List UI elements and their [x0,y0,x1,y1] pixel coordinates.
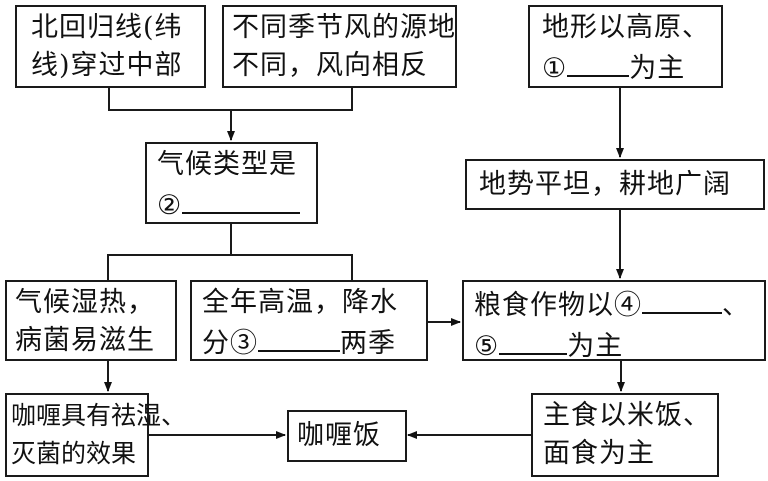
node-tropic-line2: 线)穿过中部 [31,50,183,81]
node-curry-effect-line1: 咖喱具有祛湿、 [11,401,187,430]
answer-blank-1[interactable] [567,47,630,77]
node-crops-line1-suffix: 、 [722,290,750,321]
answer-blank-3[interactable] [258,322,340,352]
node-flat-line1: 地势平坦，耕地广阔 [479,169,731,200]
node-curry-rice-label: 咖喱饭 [297,420,381,451]
node-humid-line1: 气候湿热， [15,287,155,318]
node-terrain-line2-suffix: 为主 [629,53,686,84]
node-tropic: 北回归线(纬 线)穿过中部 [15,5,206,88]
blank-marker-5: ⑤ [474,331,500,362]
node-temp: 全年高温，降水 分③ 两季 [190,280,428,361]
node-crops-line1-prefix: 粮食作物以④ [474,290,642,321]
node-staple-line2: 面食为主 [543,438,655,469]
node-crops-line2-suffix: 为主 [567,331,624,362]
edge-split-bar [107,254,353,280]
node-temp-line1: 全年高温，降水 [202,287,398,318]
node-monsoon: 不同季节风的源地 不同，风向相反 [222,5,457,88]
node-terrain: 地形以高原、 ① 为主 [528,5,723,88]
node-curry-rice: 咖喱饭 [287,410,407,462]
blank-marker-2: ② [157,190,183,221]
node-curry-effect: 咖喱具有祛湿、 灭菌的效果 [5,393,187,477]
node-curry-effect-line2: 灭菌的效果 [11,439,137,468]
node-staple-line1: 主食以米饭、 [543,400,711,431]
node-humid-line2: 病菌易滋生 [15,325,155,356]
node-monsoon-line1: 不同季节风的源地 [232,12,456,43]
blank-marker-3: 分③ [202,328,258,359]
node-flat: 地势平坦，耕地广阔 [465,159,765,210]
node-staple: 主食以米饭、 面食为主 [531,393,719,477]
edge-tropic-merge [108,87,353,111]
answer-blank-2[interactable] [182,184,301,214]
node-terrain-line1: 地形以高原、 [542,12,710,43]
node-humid: 气候湿热， 病菌易滋生 [5,280,177,361]
answer-blank-5[interactable] [499,325,568,355]
node-climate: 气候类型是 ② [145,142,318,224]
node-climate-line1: 气候类型是 [157,149,297,180]
node-monsoon-line2: 不同，风向相反 [232,50,428,81]
answer-blank-4[interactable] [642,284,722,314]
node-temp-line2-suffix: 两季 [340,328,396,359]
node-tropic-line1: 北回归线(纬 [31,12,183,43]
node-crops: 粮食作物以④ 、 ⑤ 为主 [462,280,766,362]
blank-marker-1: ① [542,53,568,84]
